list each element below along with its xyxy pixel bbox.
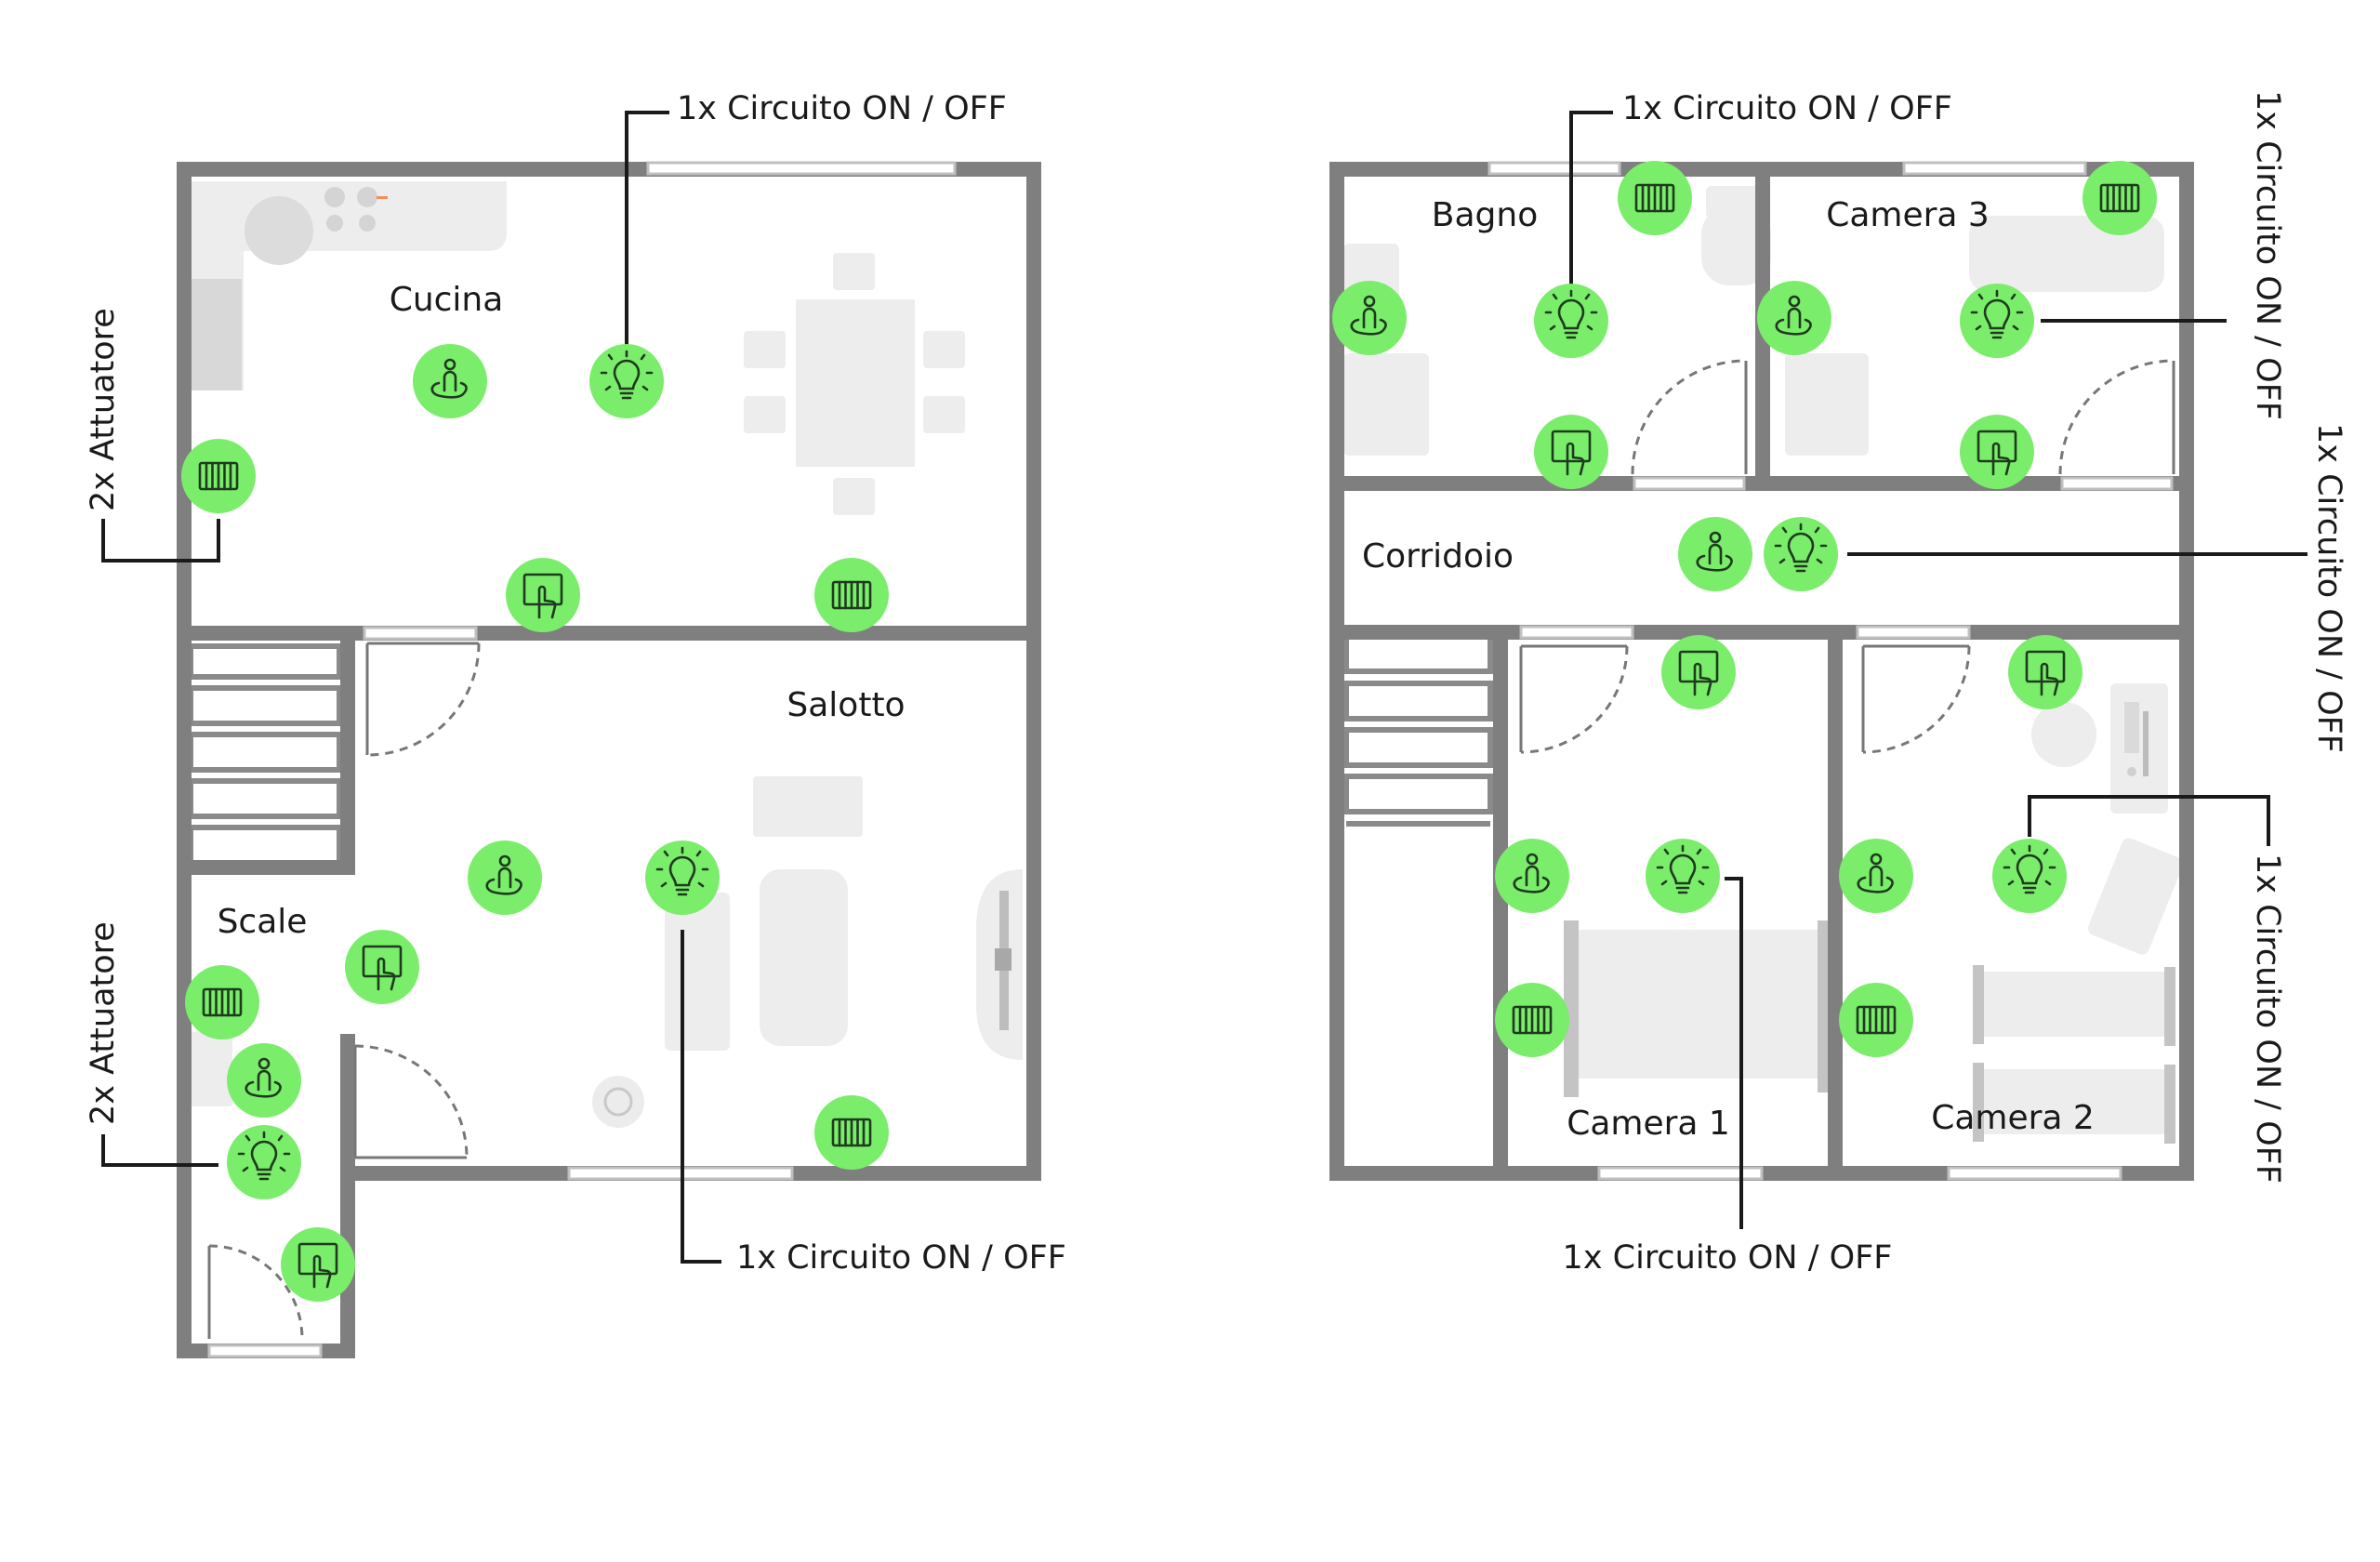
touch-panel-icon[interactable] — [1960, 415, 2034, 489]
callout-camera2-light: 1x Circuito ON / OFF — [2249, 854, 2286, 1184]
light-bulb-icon[interactable] — [1534, 284, 1608, 358]
ground-floor-plan — [177, 161, 1041, 1358]
presence-sensor-icon[interactable] — [1839, 839, 1913, 913]
callout-stairs-actuator: 2x Attuatore — [85, 921, 122, 1125]
presence-sensor-icon[interactable] — [1757, 281, 1831, 355]
touch-panel-icon[interactable] — [345, 930, 419, 1004]
callout-camera3-light: 1x Circuito ON / OFF — [2249, 90, 2286, 420]
light-bulb-icon[interactable] — [589, 344, 664, 418]
light-bulb-icon[interactable] — [1764, 517, 1838, 591]
radiator-icon[interactable] — [181, 439, 256, 513]
device-markers — [181, 161, 2157, 1302]
room-label-camera-3: Camera 3 — [1826, 196, 1990, 234]
touch-panel-icon[interactable] — [281, 1227, 355, 1302]
radiator-icon[interactable] — [1839, 983, 1913, 1057]
presence-sensor-icon[interactable] — [413, 344, 487, 418]
callout-leaders — [101, 111, 2307, 1264]
kitchen-counter — [191, 181, 507, 390]
callout-kitchen-actuator: 2x Attuatore — [85, 308, 122, 511]
room-label-corridoio: Corridoio — [1362, 537, 1514, 576]
room-label-scale: Scale — [218, 903, 308, 941]
upper-windows — [1488, 161, 2174, 1181]
presence-sensor-icon[interactable] — [468, 841, 542, 915]
upper-staircase — [1343, 634, 1493, 827]
radiator-icon[interactable] — [814, 1095, 889, 1170]
callout-kitchen-light: 1x Circuito ON / OFF — [677, 90, 1007, 127]
light-bulb-icon[interactable] — [645, 841, 720, 915]
radiator-icon[interactable] — [185, 965, 259, 1039]
room-label-salotto: Salotto — [787, 686, 905, 724]
callout-living-light: 1x Circuito ON / OFF — [736, 1239, 1066, 1277]
room-label-camera-1: Camera 1 — [1567, 1105, 1730, 1143]
touch-panel-icon[interactable] — [2008, 635, 2082, 709]
presence-sensor-icon[interactable] — [1332, 281, 1407, 355]
callout-bagno-light: 1x Circuito ON / OFF — [1622, 90, 1952, 127]
room-label-bagno: Bagno — [1432, 196, 1538, 234]
touch-panel-icon[interactable] — [506, 558, 580, 632]
light-bulb-icon[interactable] — [1960, 284, 2034, 358]
light-bulb-icon[interactable] — [1646, 839, 1720, 913]
light-bulb-icon[interactable] — [1992, 839, 2067, 913]
upper-doors — [1519, 359, 2175, 754]
touch-panel-icon[interactable] — [1534, 415, 1608, 489]
living-furniture — [191, 776, 1023, 1128]
touch-panel-icon[interactable] — [1661, 635, 1736, 709]
staircase — [188, 643, 342, 866]
room-label-cucina: Cucina — [390, 281, 504, 319]
room-label-camera-2: Camera 2 — [1931, 1099, 2095, 1137]
radiator-icon[interactable] — [814, 558, 889, 632]
callout-camera1-light: 1x Circuito ON / OFF — [1563, 1239, 1893, 1277]
presence-sensor-icon[interactable] — [1678, 517, 1752, 591]
presence-sensor-icon[interactable] — [1495, 839, 1569, 913]
radiator-icon[interactable] — [1495, 983, 1569, 1057]
light-bulb-icon[interactable] — [227, 1125, 301, 1199]
callout-corridoio-light: 1x Circuito ON / OFF — [2310, 423, 2347, 753]
dining-table — [744, 253, 965, 515]
presence-sensor-icon[interactable] — [227, 1043, 301, 1118]
radiator-icon[interactable] — [2082, 161, 2157, 235]
ground-doors — [207, 642, 481, 1340]
radiator-icon[interactable] — [1618, 161, 1692, 235]
